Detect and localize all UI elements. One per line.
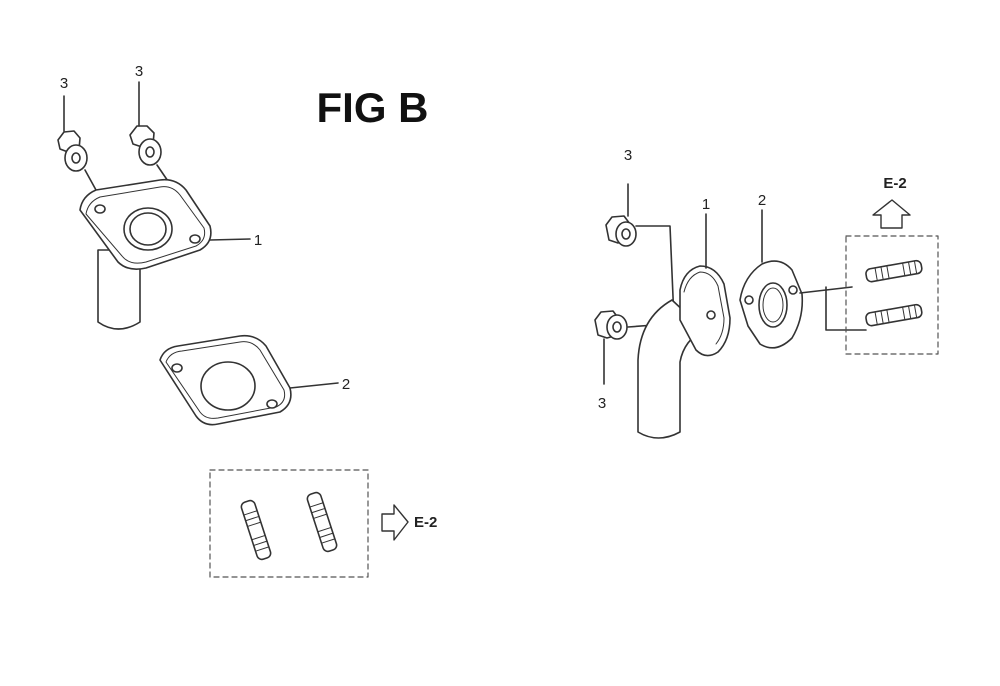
left-stud-1 (240, 499, 272, 561)
left-gasket (159, 334, 292, 426)
callout-label: 3 (624, 147, 632, 164)
callout-label: 1 (254, 232, 262, 249)
callout-label: 3 (60, 75, 68, 92)
arrow-up-icon (872, 199, 911, 229)
callout-label: 3 (135, 63, 143, 80)
right-bolt-upper (605, 215, 637, 247)
callout-label: 2 (758, 192, 766, 209)
left-stud-2 (306, 491, 338, 553)
left-bolt-1 (57, 130, 88, 172)
left-bolt-2 (129, 125, 162, 166)
figure-title: FIG B (316, 84, 429, 131)
right-gasket (739, 260, 804, 349)
right-stud-box (845, 235, 939, 355)
arrow-right-icon (381, 504, 409, 541)
right-bolt-lower (594, 310, 628, 340)
right-stud-upper (865, 259, 923, 283)
reference-label: E-2 (883, 175, 906, 192)
right-elbow-pipe (637, 265, 731, 439)
reference-label: E-2 (414, 514, 437, 531)
right-stud-lower (865, 303, 923, 327)
callout-label: 2 (342, 376, 350, 393)
left-flange-pipe (79, 178, 212, 330)
callout-label: 1 (702, 196, 710, 213)
callout-label: 3 (598, 395, 606, 412)
left-stud-box (209, 469, 369, 578)
